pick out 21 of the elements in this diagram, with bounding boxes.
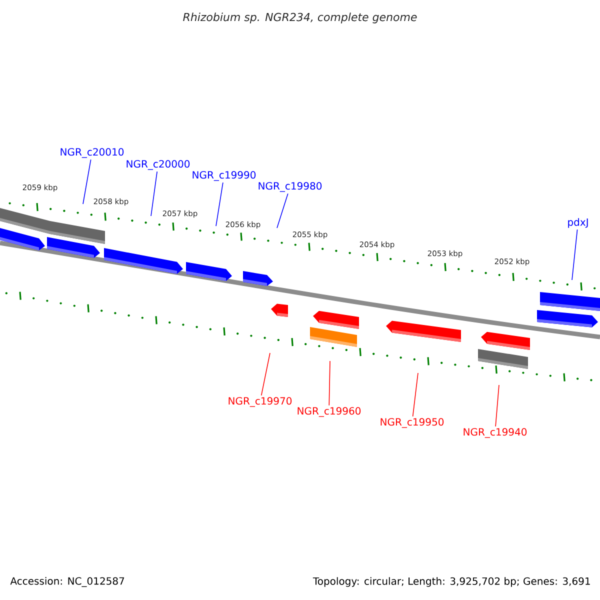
gene-label: NGR_c20010 <box>60 148 124 158</box>
leader-line <box>328 360 330 406</box>
leader-line <box>82 159 92 204</box>
leader-line <box>572 229 578 280</box>
gene-label: NGR_c19990 <box>192 171 256 181</box>
title: Rhizobium sp. NGR234, complete genome <box>183 12 417 24</box>
leader-line <box>260 352 270 396</box>
leader-line <box>216 182 224 226</box>
gene-label: NGR_c19950 <box>380 418 444 428</box>
gene-label: NGR_c19960 <box>298 407 361 417</box>
accession-text: Accession: NC_012587 <box>10 577 124 587</box>
gene-label: NGR_c20000 <box>126 160 190 170</box>
gene-label: pdxJ <box>568 218 588 228</box>
gene-label: NGR_c19980 <box>258 182 322 192</box>
gene-label: NGR_c19970 <box>228 397 292 407</box>
genome-summary: Topology: circular; Length: 3,925,702 bp; Genes: 3,691 <box>312 577 590 587</box>
leader-line <box>412 372 418 417</box>
leader-line <box>495 384 500 427</box>
leader-line <box>150 171 158 216</box>
leader-line <box>276 193 288 228</box>
gene-label: NGR_c19940 <box>464 428 527 438</box>
